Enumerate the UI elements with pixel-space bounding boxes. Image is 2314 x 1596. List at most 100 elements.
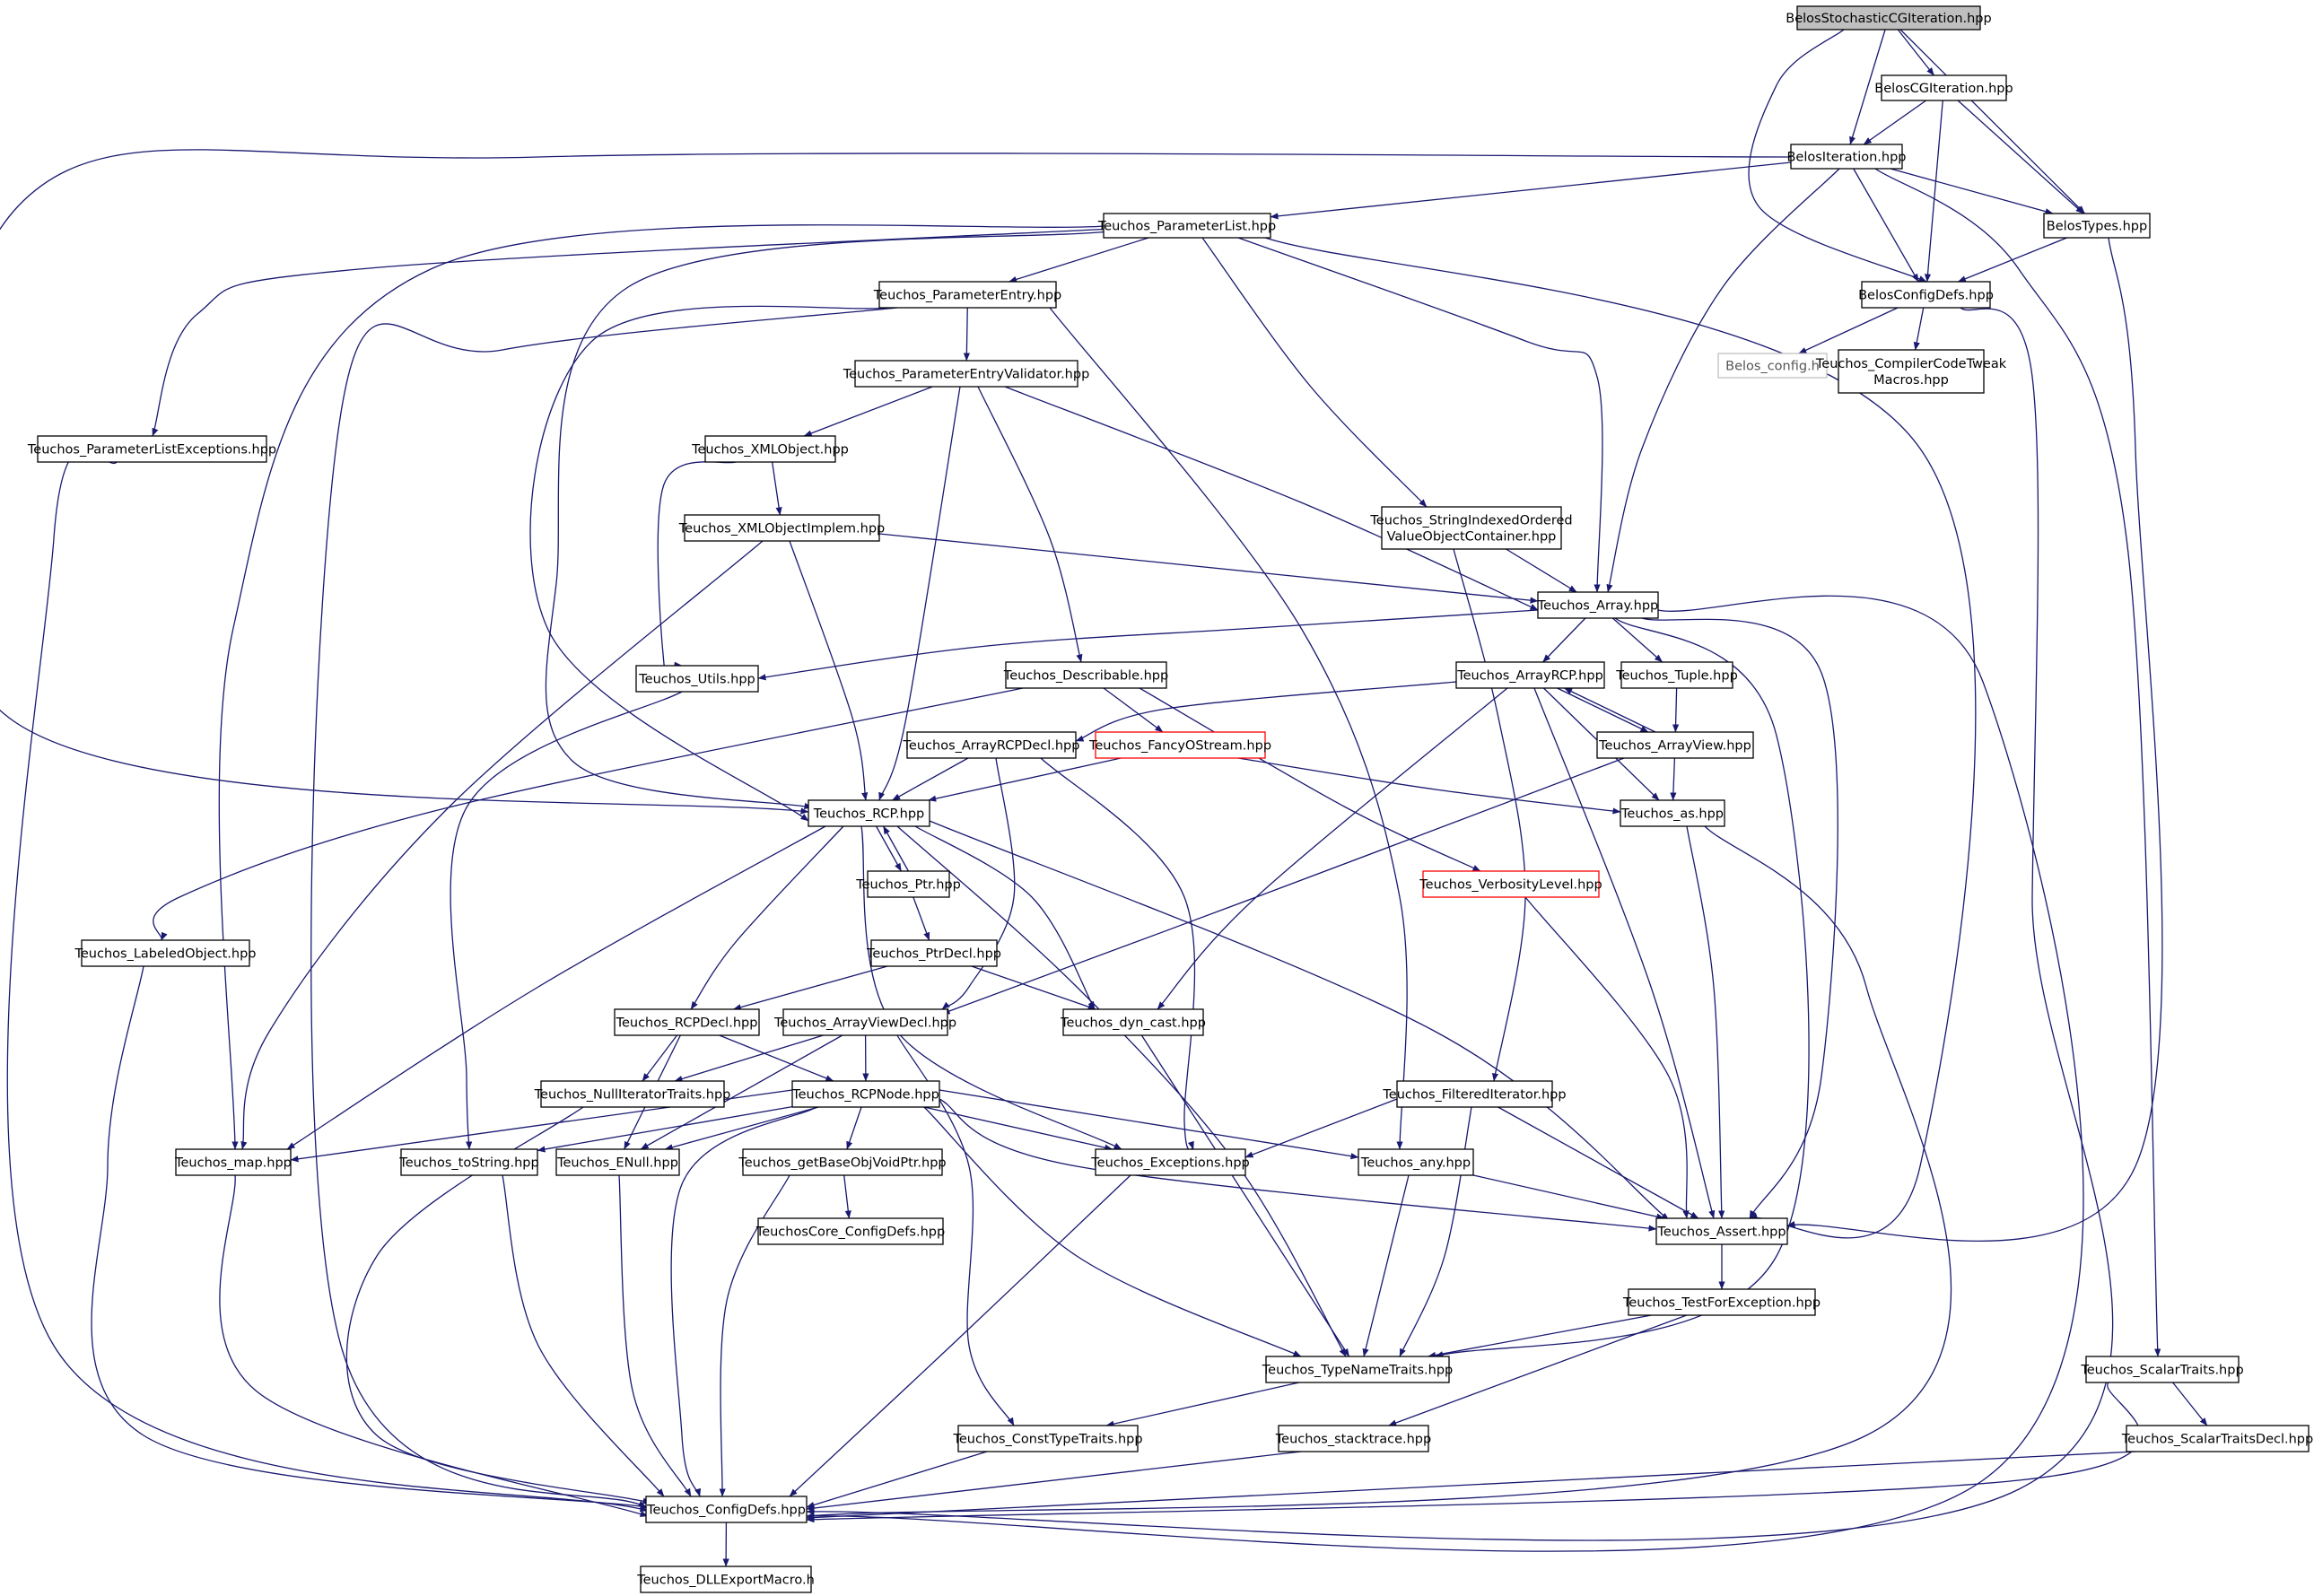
node-xmli[interactable]: Teuchos_XMLObjectImplem.hpp	[678, 514, 885, 542]
node-box[interactable]	[1596, 731, 1754, 759]
node-xml[interactable]: Teuchos_XMLObject.hpp	[691, 435, 849, 463]
node-tccd[interactable]: TeuchosCore_ConfigDefs.hpp	[755, 1217, 945, 1245]
node-box[interactable]	[1381, 506, 1562, 550]
node-box[interactable]	[1620, 799, 1725, 827]
node-box[interactable]	[1455, 661, 1605, 689]
node-box[interactable]	[1422, 870, 1600, 898]
node-box[interactable]	[704, 435, 836, 463]
node-box[interactable]	[1655, 1217, 1788, 1245]
node-any[interactable]: Teuchos_any.hpp	[1358, 1148, 1474, 1176]
node-box[interactable]	[854, 360, 1078, 388]
node-rcpd[interactable]: Teuchos_RCPDecl.hpp	[614, 1008, 760, 1036]
node-box[interactable]	[906, 731, 1077, 759]
node-box[interactable]	[2085, 1356, 2240, 1383]
node-pev[interactable]: Teuchos_ParameterEntryValidator.hpp	[843, 360, 1090, 388]
node-box[interactable]	[1278, 1425, 1429, 1452]
node-tostr[interactable]: Teuchos_toString.hpp	[398, 1148, 539, 1176]
node-box[interactable]	[1537, 591, 1659, 619]
node-tuple[interactable]: Teuchos_Tuple.hpp	[1615, 661, 1738, 689]
node-nit[interactable]: Teuchos_NullIteratorTraits.hpp	[534, 1080, 731, 1108]
node-descr[interactable]: Teuchos_Describable.hpp	[1003, 661, 1168, 689]
node-box[interactable]	[640, 1565, 812, 1593]
node-stack[interactable]: Teuchos_stacktrace.hpp	[1275, 1425, 1431, 1452]
node-box[interactable]	[870, 939, 998, 967]
node-iter[interactable]: BelosIteration.hpp	[1786, 144, 1907, 170]
node-box[interactable]	[645, 1496, 808, 1523]
node-box[interactable]	[742, 1148, 943, 1176]
node-box[interactable]	[614, 1008, 760, 1036]
node-stoch[interactable]: BelosStochasticCGIteration.hpp	[1786, 5, 1992, 31]
node-enull[interactable]: Teuchos_ENull.hpp	[555, 1148, 680, 1176]
node-box[interactable]	[1628, 1288, 1816, 1316]
node-rcp[interactable]: Teuchos_RCP.hpp	[808, 799, 930, 827]
node-std[interactable]: Teuchos_ScalarTraitsDecl.hpp	[2121, 1425, 2313, 1452]
node-box[interactable]	[37, 435, 267, 463]
node-box[interactable]	[1358, 1148, 1474, 1176]
node-ptr[interactable]: Teuchos_Ptr.hpp	[855, 870, 961, 898]
node-box[interactable]	[400, 1148, 538, 1176]
node-box[interactable]	[2043, 213, 2151, 239]
node-box[interactable]	[1838, 349, 1985, 394]
node-verb[interactable]: Teuchos_VerbosityLevel.hpp	[1419, 870, 1602, 898]
node-aview[interactable]: Teuchos_ArrayView.hpp	[1596, 731, 1754, 759]
node-box[interactable]	[1861, 281, 1991, 309]
node-utils[interactable]: Teuchos_Utils.hpp	[635, 665, 759, 693]
node-types[interactable]: BelosTypes.hpp	[2043, 213, 2151, 239]
node-cfgdefs[interactable]: BelosConfigDefs.hpp	[1858, 281, 1994, 309]
node-rcpn[interactable]: Teuchos_RCPNode.hpp	[791, 1080, 940, 1108]
node-box[interactable]	[1062, 1008, 1204, 1036]
node-box[interactable]	[684, 514, 880, 542]
node-cgit[interactable]: BelosCGIteration.hpp	[1874, 74, 2013, 101]
node-box[interactable]	[878, 281, 1057, 309]
node-box[interactable]	[867, 870, 950, 898]
node-box[interactable]	[1790, 144, 1903, 170]
node-pentry[interactable]: Teuchos_ParameterEntry.hpp	[873, 281, 1062, 309]
node-fit[interactable]: Teuchos_FilteredIterator.hpp	[1382, 1080, 1567, 1108]
node-box[interactable]	[1103, 213, 1271, 239]
node-ptrd[interactable]: Teuchos_PtrDecl.hpp	[866, 939, 1001, 967]
node-box[interactable]	[1265, 1356, 1450, 1383]
node-box[interactable]	[1396, 1080, 1553, 1108]
node-as[interactable]: Teuchos_as.hpp	[1620, 799, 1725, 827]
node-dyn[interactable]: Teuchos_dyn_cast.hpp	[1060, 1008, 1206, 1036]
node-array[interactable]: Teuchos_Array.hpp	[1537, 591, 1659, 619]
node-box[interactable]	[1881, 74, 2007, 101]
node-box[interactable]	[2126, 1425, 2310, 1452]
node-box[interactable]	[808, 799, 930, 827]
node-assert[interactable]: Teuchos_Assert.hpp	[1655, 1217, 1788, 1245]
node-box[interactable]	[81, 939, 250, 967]
node-plex[interactable]: Teuchos_ParameterListExceptions.hpp	[27, 435, 276, 463]
node-belcfg[interactable]: Belos_config.h	[1717, 353, 1828, 379]
node-plist[interactable]: Teuchos_ParameterList.hpp	[1097, 213, 1276, 239]
node-avd[interactable]: Teuchos_ArrayViewDecl.hpp	[773, 1008, 956, 1036]
node-map[interactable]: Teuchos_map.hpp	[174, 1148, 292, 1176]
node-dll[interactable]: Teuchos_DLLExportMacro.h	[636, 1565, 815, 1593]
node-gbo[interactable]: Teuchos_getBaseObjVoidPtr.hpp	[738, 1148, 947, 1176]
node-box[interactable]	[540, 1080, 725, 1108]
node-box[interactable]	[1717, 353, 1828, 379]
node-box[interactable]	[1796, 5, 1981, 31]
node-tcd[interactable]: Teuchos_ConfigDefs.hpp	[645, 1496, 808, 1523]
node-box[interactable]	[757, 1217, 944, 1245]
node-box[interactable]	[1095, 731, 1266, 759]
node-box[interactable]	[1005, 661, 1167, 689]
node-box[interactable]	[791, 1080, 940, 1108]
node-box[interactable]	[555, 1148, 680, 1176]
node-exc[interactable]: Teuchos_Exceptions.hpp	[1090, 1148, 1250, 1176]
node-box[interactable]	[175, 1148, 292, 1176]
node-arcpd[interactable]: Teuchos_ArrayRCPDecl.hpp	[903, 731, 1080, 759]
node-box[interactable]	[635, 665, 759, 693]
node-box[interactable]	[957, 1425, 1139, 1452]
node-tfe[interactable]: Teuchos_TestForException.hpp	[1622, 1288, 1821, 1316]
node-fos[interactable]: Teuchos_FancyOStream.hpp	[1088, 731, 1271, 759]
node-lobj[interactable]: Teuchos_LabeledObject.hpp	[74, 939, 257, 967]
node-arcp[interactable]: Teuchos_ArrayRCP.hpp	[1455, 661, 1605, 689]
node-ctt[interactable]: Teuchos_ConstTypeTraits.hpp	[952, 1425, 1143, 1452]
node-st[interactable]: Teuchos_ScalarTraits.hpp	[2080, 1356, 2244, 1383]
node-siovoc[interactable]: Teuchos_StringIndexedOrderedValueObjectC…	[1369, 506, 1573, 550]
node-tnt[interactable]: Teuchos_TypeNameTraits.hpp	[1262, 1356, 1453, 1383]
node-box[interactable]	[1095, 1148, 1246, 1176]
node-box[interactable]	[782, 1008, 948, 1036]
node-box[interactable]	[1620, 661, 1733, 689]
